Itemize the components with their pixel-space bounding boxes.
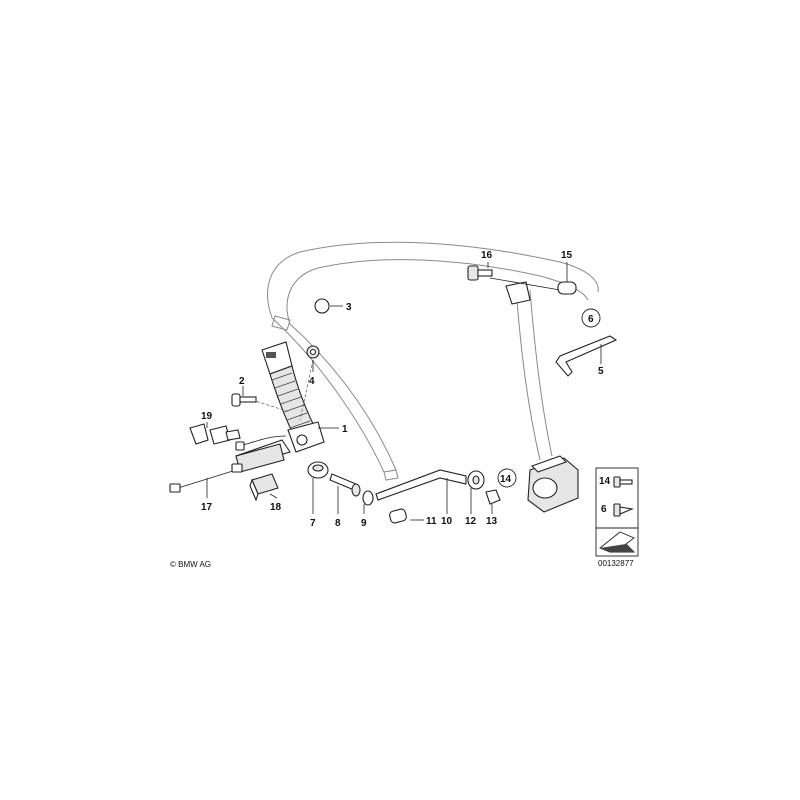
label-14: 14 bbox=[500, 474, 512, 485]
belt-guide bbox=[489, 277, 561, 305]
callout-labels: 16 15 3 4 2 1 19 17 18 7 8 9 11 10 12 13… bbox=[201, 250, 604, 529]
washer-part-9 bbox=[362, 490, 374, 506]
label-5: 5 bbox=[598, 366, 604, 377]
sleeve-part-11 bbox=[389, 508, 407, 524]
circle-6 bbox=[581, 308, 601, 328]
copyright-text: © BMW AG bbox=[170, 560, 211, 569]
nut-part-13 bbox=[485, 489, 501, 505]
label-13: 13 bbox=[486, 516, 498, 527]
fastener-legend: 14 6 bbox=[595, 467, 639, 557]
label-6: 6 bbox=[588, 314, 594, 325]
label-12: 12 bbox=[465, 516, 477, 527]
label-1: 1 bbox=[342, 424, 348, 435]
label-17: 17 bbox=[201, 502, 213, 513]
bolt-part-16 bbox=[467, 265, 493, 281]
label-18: 18 bbox=[270, 502, 282, 513]
buckle-part-1 bbox=[235, 341, 325, 473]
label-10: 10 bbox=[441, 516, 453, 527]
leader-lines bbox=[206, 262, 602, 521]
block-part-18 bbox=[249, 473, 279, 502]
nut-part-4 bbox=[306, 345, 320, 359]
clip-part-19 bbox=[189, 423, 241, 445]
label-2: 2 bbox=[239, 376, 245, 387]
bracket-part-5 bbox=[555, 335, 618, 377]
bolt-part-2 bbox=[231, 393, 257, 407]
legend-label-14: 14 bbox=[599, 476, 611, 487]
label-15: 15 bbox=[561, 250, 573, 261]
anchor-bar-part-10 bbox=[375, 469, 467, 501]
legend-label-6: 6 bbox=[601, 504, 607, 515]
label-3: 3 bbox=[346, 302, 352, 313]
circle-14 bbox=[497, 468, 517, 488]
label-7: 7 bbox=[310, 518, 316, 529]
label-19: 19 bbox=[201, 411, 213, 422]
label-8: 8 bbox=[335, 518, 341, 529]
label-4: 4 bbox=[309, 376, 315, 387]
label-9: 9 bbox=[361, 518, 367, 529]
sleeve-part-15 bbox=[557, 281, 577, 295]
cable-part-17 bbox=[169, 435, 287, 493]
diagram-id: 00132877 bbox=[598, 559, 634, 568]
washer-part-12 bbox=[467, 470, 485, 490]
label-16: 16 bbox=[481, 250, 493, 261]
bushing-part-7 bbox=[307, 461, 329, 479]
belt-retractor bbox=[527, 455, 579, 513]
bolt-part-8 bbox=[329, 473, 361, 497]
label-11: 11 bbox=[426, 516, 437, 527]
cap-part-3 bbox=[314, 298, 330, 314]
